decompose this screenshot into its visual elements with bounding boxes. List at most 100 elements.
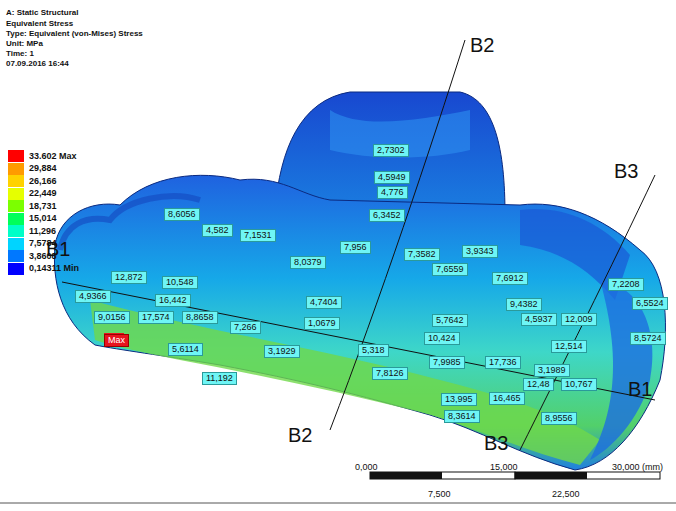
- legend-swatch: [8, 213, 24, 225]
- stress-value: 17,574: [142, 312, 170, 322]
- stress-value: 6,5524: [636, 298, 664, 308]
- stress-value: 4,5949: [378, 172, 406, 182]
- stress-value: 7,9985: [433, 357, 461, 367]
- callout-number: 8,9556: [541, 412, 577, 425]
- legend-swatch: [8, 250, 24, 262]
- legend-swatch: [8, 150, 24, 162]
- legend-value: 18,731: [29, 201, 57, 212]
- scale-value: 0,000: [355, 462, 378, 473]
- path-label: B1: [46, 238, 70, 260]
- scale-value: 7,500: [428, 489, 451, 500]
- callout-number: 3,1989: [534, 364, 570, 377]
- stress-value: 1,0679: [308, 318, 336, 328]
- stress-value: 3,1989: [538, 365, 566, 375]
- callout-number: 16,442: [155, 294, 191, 307]
- stress-value: 5,7642: [436, 315, 464, 325]
- stress-value: 7,2208: [612, 279, 640, 289]
- legend-swatch: [8, 175, 24, 187]
- path-label: B3: [484, 432, 508, 454]
- callout-number: 12,872: [111, 271, 147, 284]
- legend-swatch: [8, 225, 24, 237]
- stress-value: 7,6559: [436, 264, 464, 274]
- callout-number: 7,956: [340, 241, 371, 254]
- legend-value: 29,884: [29, 163, 57, 174]
- stress-value: 3,1929: [268, 346, 296, 356]
- callout-number: 7,6912: [492, 272, 528, 285]
- legend-value: 33.602 Max: [29, 151, 77, 162]
- legend-swatch: [8, 163, 24, 175]
- stress-value: 3,9343: [466, 246, 494, 256]
- callout-number: 8,5724: [630, 332, 666, 345]
- callout-number: 7,2208: [608, 278, 644, 291]
- legend-value: 15,014: [29, 213, 57, 224]
- stress-value: 12,48: [527, 379, 550, 389]
- stress-value: 17,736: [489, 357, 517, 367]
- callout-number: 6,3452: [369, 209, 405, 222]
- stress-value: 4,9366: [79, 291, 107, 301]
- callout-number: 4,5937: [521, 313, 557, 326]
- legend-value: 22,449: [29, 188, 57, 199]
- stress-value: 6,3452: [373, 210, 401, 220]
- scale-value: 22,500: [552, 489, 580, 500]
- stress-value: 10,767: [565, 379, 593, 389]
- result-title: A: Static Structural: [6, 8, 78, 18]
- legend-value: 26,166: [29, 176, 57, 187]
- callout-number: 7,1531: [240, 229, 276, 242]
- callout-number: 4,5949: [374, 171, 410, 184]
- callout-number: 11,192: [202, 372, 237, 385]
- callout-number: 3,1929: [264, 345, 300, 358]
- callout-number: 7,9985: [429, 356, 465, 369]
- stress-value: 8,3614: [448, 411, 476, 421]
- stress-value: 12,514: [555, 341, 583, 351]
- stress-value: 7,956: [344, 242, 367, 252]
- callout-number: 10,548: [162, 276, 198, 289]
- stress-value: 16,465: [493, 393, 521, 403]
- stress-value: 16,442: [159, 295, 187, 305]
- result-info: 07.09.2016 16:44: [6, 59, 69, 69]
- stress-value: Max: [108, 335, 125, 345]
- result-info: Type: Equivalent (von-Mises) Stress: [6, 29, 143, 39]
- result-info: Unit: MPa: [6, 39, 43, 49]
- stress-value: 10,424: [428, 333, 456, 343]
- callout-number: 10,424: [424, 332, 460, 345]
- scale-value: 15,000: [490, 462, 518, 473]
- stress-value: 7,8126: [376, 368, 404, 378]
- stress-value: 4,776: [381, 187, 404, 197]
- legend-value: 0,14311 Min: [29, 263, 79, 274]
- callout-number: 4,582: [202, 224, 233, 237]
- callout-number: 13,995: [441, 393, 477, 406]
- callout-number: 9,4382: [506, 298, 542, 311]
- stress-value: 4,7404: [310, 297, 338, 307]
- callout-number: 9,0156: [94, 311, 130, 324]
- stress-value: 2,7302: [377, 145, 405, 155]
- callout-number: 6,5524: [632, 297, 668, 310]
- callout-number: 3,9343: [462, 245, 498, 258]
- callout-number: 7,266: [230, 321, 261, 334]
- path-label: B2: [288, 424, 312, 446]
- stress-value: 12,872: [115, 272, 143, 282]
- max-tag: Max: [104, 334, 129, 347]
- callout-number: 8,8658: [182, 311, 218, 324]
- legend-value: 11,296: [29, 226, 56, 237]
- stress-value: 13,995: [445, 394, 473, 404]
- result-info: Time: 1: [6, 49, 34, 59]
- callout-number: 5,7642: [432, 314, 468, 327]
- legend-swatch: [8, 263, 24, 275]
- stress-value: 4,5937: [525, 314, 553, 324]
- stress-value: 11,192: [206, 373, 233, 383]
- callout-number: 12,009: [561, 313, 597, 326]
- legend-swatch: [8, 200, 24, 212]
- scale-value: 30,000 (mm): [612, 462, 663, 473]
- callout-number: 8,3614: [444, 410, 480, 423]
- callout-number: 2,7302: [373, 144, 409, 157]
- stress-value: 8,8658: [186, 312, 214, 322]
- callout-number: 10,767: [561, 378, 597, 391]
- callout-number: 16,465: [489, 392, 525, 405]
- callout-number: 7,8126: [372, 367, 408, 380]
- legend-swatch: [8, 238, 24, 250]
- callout-number: 4,7404: [306, 296, 342, 309]
- result-info: Equivalent Stress: [6, 19, 73, 29]
- legend-swatch: [8, 188, 24, 200]
- callout-number: 7,6559: [432, 263, 468, 276]
- callout-number: 7,3582: [404, 248, 440, 261]
